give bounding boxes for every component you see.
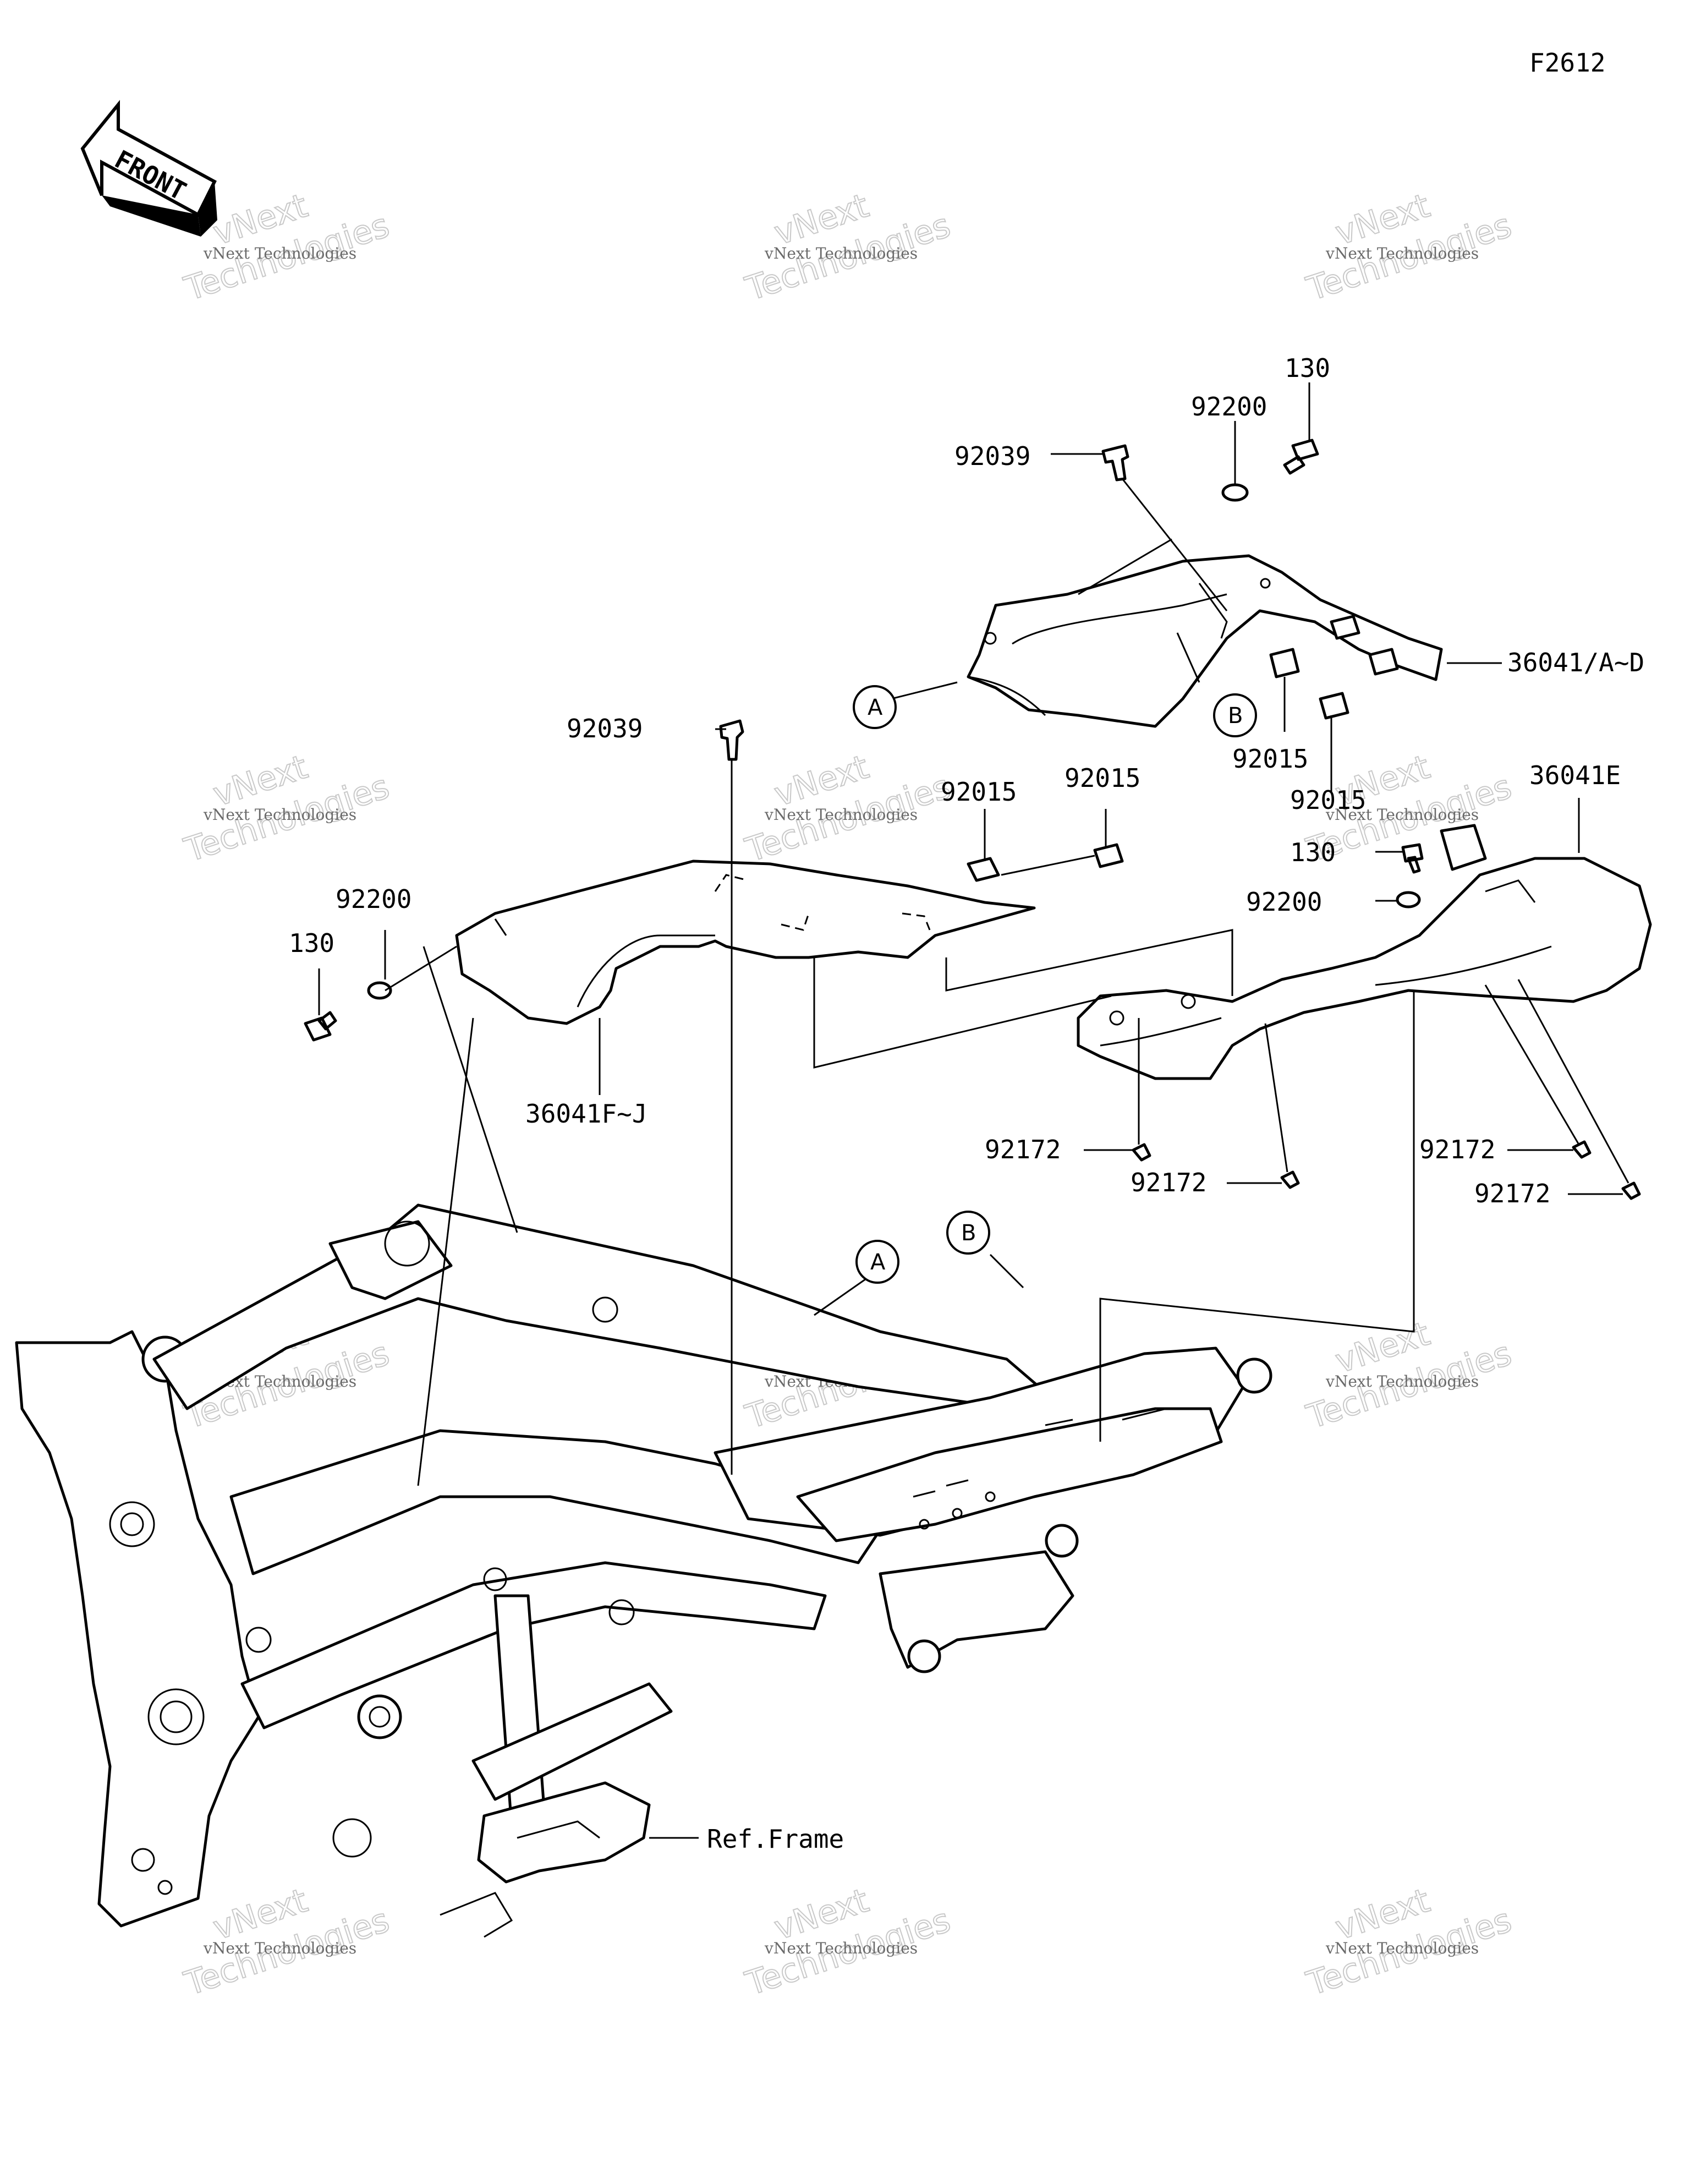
label-92172-c: 92172 bbox=[1419, 1135, 1495, 1164]
watermark-tc: vNext Technologies vNext Technologies bbox=[740, 186, 956, 309]
side-cover-right bbox=[1077, 824, 1652, 1080]
watermark-mc: vNext Technologies vNext Technologies bbox=[740, 747, 956, 871]
label-92039-top: 92039 bbox=[954, 441, 1030, 471]
washer-92200-top-icon bbox=[1221, 483, 1249, 502]
figure-code: F2612 bbox=[1529, 48, 1605, 78]
bolt-130-left-icon bbox=[304, 1011, 337, 1042]
label-36041f-j: 36041F~J bbox=[525, 1099, 648, 1129]
side-cover-upper-right bbox=[967, 554, 1443, 728]
hardware bbox=[304, 439, 1641, 1200]
watermark-ml: vNext Technologies vNext Technologies bbox=[179, 747, 394, 871]
bolt-130-right-icon bbox=[1401, 843, 1424, 874]
screw-92172-a-icon bbox=[1132, 1143, 1151, 1162]
label-92015-m2: 92015 bbox=[1065, 763, 1140, 793]
svg-text:vNext Technologies: vNext Technologies bbox=[764, 244, 918, 262]
svg-text:vNext Technologies: vNext Technologies bbox=[1325, 1372, 1479, 1391]
screw-92172-b-icon bbox=[1280, 1170, 1300, 1189]
rivet-92039-mid-icon bbox=[719, 719, 744, 761]
label-130-top: 130 bbox=[1285, 353, 1330, 383]
leader-lines bbox=[318, 382, 1629, 1839]
label-36041-a-d: 36041/A~D bbox=[1507, 648, 1644, 677]
rivet-92039-top-icon bbox=[1101, 444, 1129, 481]
screw-92172-c-icon bbox=[1572, 1140, 1592, 1159]
label-92015-r1: 92015 bbox=[1232, 744, 1308, 774]
label-92015-r2: 92015 bbox=[1290, 785, 1366, 815]
label-92172-b: 92172 bbox=[1131, 1168, 1206, 1197]
svg-text:vNext Technologies: vNext Technologies bbox=[203, 1939, 356, 1957]
callout-b-frame: B bbox=[946, 1211, 990, 1255]
watermark-tr: vNext Technologies vNext Technologies bbox=[1302, 186, 1517, 309]
washer-92200-right-icon bbox=[1396, 891, 1421, 908]
svg-text:vNext Technologies: vNext Technologies bbox=[203, 806, 356, 824]
svg-text:vNext Technologies: vNext Technologies bbox=[203, 244, 356, 262]
svg-text:vNext Technologies: vNext Technologies bbox=[1325, 1939, 1479, 1957]
motorcycle-frame bbox=[15, 1203, 1272, 1938]
washer-92200-left-icon bbox=[367, 981, 392, 1000]
label-ref-frame: Ref.Frame bbox=[707, 1824, 844, 1854]
bolt-130-top-icon bbox=[1283, 439, 1319, 475]
svg-text:A: A bbox=[868, 695, 883, 720]
screw-92172-d-icon bbox=[1621, 1181, 1641, 1200]
svg-text:vNext Technologies: vNext Technologies bbox=[764, 806, 918, 824]
callout-b-top: B bbox=[1213, 693, 1257, 737]
label-92172-a: 92172 bbox=[985, 1135, 1061, 1164]
svg-text:vNext Technologies: vNext Technologies bbox=[1325, 244, 1479, 262]
callout-a-top: A bbox=[853, 685, 897, 729]
side-cover-left bbox=[455, 843, 1124, 1025]
label-36041e: 36041E bbox=[1529, 760, 1621, 790]
label-130-right: 130 bbox=[1290, 838, 1336, 867]
label-92200-left: 92200 bbox=[336, 884, 411, 914]
label-92200-right: 92200 bbox=[1246, 887, 1322, 917]
watermark-br: vNext Technologies vNext Technologies bbox=[1302, 1881, 1517, 2004]
watermark-lr: vNext Technologies vNext Technologies bbox=[1302, 1314, 1517, 1437]
label-92172-d: 92172 bbox=[1474, 1179, 1550, 1208]
svg-text:A: A bbox=[870, 1250, 886, 1275]
svg-text:B: B bbox=[1228, 703, 1243, 729]
svg-text:vNext Technologies: vNext Technologies bbox=[764, 1939, 918, 1957]
watermark-bl: vNext Technologies vNext Technologies bbox=[179, 1881, 394, 2004]
label-92200-top: 92200 bbox=[1191, 392, 1267, 422]
label-92039-mid: 92039 bbox=[567, 714, 643, 743]
front-arrow-icon: FRONT bbox=[80, 100, 217, 237]
label-92015-m1: 92015 bbox=[941, 777, 1017, 807]
part-labels: 130 92200 92039 36041/A~D 92015 92015 92… bbox=[289, 353, 1644, 1854]
svg-text:B: B bbox=[961, 1220, 976, 1246]
watermark-bc: vNext Technologies vNext Technologies bbox=[740, 1881, 956, 2004]
svg-text:vNext Technologies: vNext Technologies bbox=[1325, 806, 1479, 824]
callout-a-frame: A bbox=[855, 1240, 899, 1284]
label-130-left: 130 bbox=[289, 928, 334, 958]
